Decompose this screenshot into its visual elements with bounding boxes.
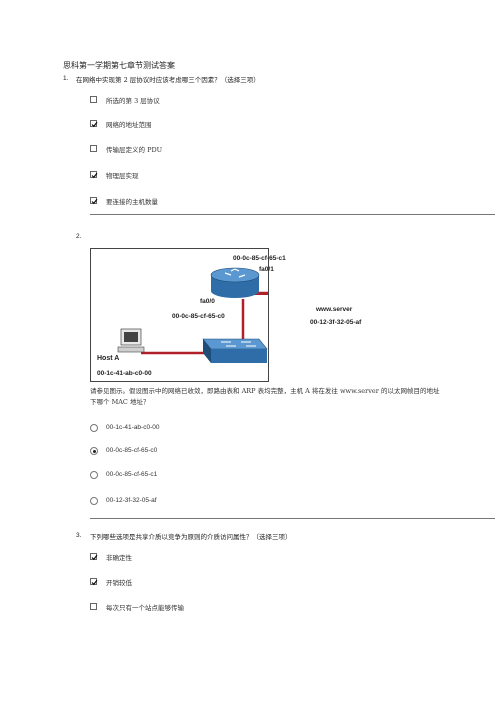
q3-option-label-3: 每次只有一个站点能够传输 xyxy=(106,604,184,612)
q3-option-label-1: 非确定性 xyxy=(106,554,132,562)
q3-option-checkbox-2[interactable] xyxy=(90,578,98,586)
check-icon xyxy=(91,554,98,561)
q2-question: 请参见图示。假设图示中的网络已收敛，即路由表和 ARP 表均完整，主机 A 将在… xyxy=(90,386,494,408)
q2-option-label-4: 00-12-3f-32-05-af xyxy=(106,497,157,504)
router-port-top-label: fa0/1 xyxy=(259,266,274,273)
q2-option-radio-1[interactable] xyxy=(90,424,98,432)
server-mac-label: 00-12-3f-32-05-af xyxy=(310,319,362,326)
q1-option-label-5: 要连接的主机数量 xyxy=(106,198,158,206)
check-icon xyxy=(91,121,98,128)
q2-option-label-1: 00-1c-41-ab-c0-00 xyxy=(106,424,160,431)
q1-option-checkbox-1[interactable] xyxy=(90,96,97,103)
check-icon xyxy=(91,198,98,205)
q2-option-radio-4[interactable] xyxy=(90,497,98,505)
q2-number: 2. xyxy=(76,233,82,240)
q3-number: 3. xyxy=(76,532,82,539)
q1-option-checkbox-3[interactable] xyxy=(90,145,97,152)
q1-option-checkbox-5[interactable] xyxy=(90,197,98,205)
network-diagram: 00-0c-85-cf-65-c1 fa0/1 fa0/0 00-0c-85-c… xyxy=(90,248,361,382)
q2-option-label-2: 00-0c-85-cf-65-c0 xyxy=(106,447,158,454)
q1-option-checkbox-4[interactable] xyxy=(90,171,98,179)
q1-number: 1. xyxy=(63,75,69,82)
q2-option-radio-3[interactable] xyxy=(90,471,98,479)
switch-icon xyxy=(202,338,268,363)
q1-option-label-1: 所选的第 3 层协议 xyxy=(106,97,160,105)
check-icon xyxy=(91,172,98,179)
q1-question: 在网络中实现第 2 层协议时应该考虑哪三个因素？（选择三项） xyxy=(76,76,260,84)
divider xyxy=(90,518,495,519)
router-mac-left-label: 00-0c-85-cf-65-c0 xyxy=(172,313,225,320)
q2-question-line-1: 请参见图示。假设图示中的网络已收敛，即路由表和 ARP 表均完整，主机 A 将在… xyxy=(90,387,440,395)
q1-option-label-3: 传输层定义的 PDU xyxy=(106,146,163,154)
q3-option-label-2: 开销较低 xyxy=(106,579,132,587)
check-icon xyxy=(91,579,98,586)
host-computer-icon xyxy=(117,328,145,353)
divider xyxy=(90,214,495,215)
host-mac-label: 00-1c-41-ab-c0-00 xyxy=(97,370,152,377)
q1-option-checkbox-2[interactable] xyxy=(90,120,98,128)
host-name-label: Host A xyxy=(97,355,120,362)
q3-question: 下列哪些选项是共享介质以竞争为原则的介质访问属性？（选择三项） xyxy=(90,533,292,541)
router-mac-top-label: 00-0c-85-cf-65-c1 xyxy=(233,255,286,262)
network-topology xyxy=(117,267,268,363)
page-title: 思科第一学期第七章节测试答案 xyxy=(63,61,175,70)
q1-option-label-4: 物理层实现 xyxy=(106,172,139,180)
q2-option-label-3: 00-0c-85-cf-65-c1 xyxy=(106,471,158,478)
q1-option-label-2: 网络的地址范围 xyxy=(106,121,152,129)
q2-option-radio-2[interactable] xyxy=(90,447,98,455)
router-icon xyxy=(210,267,260,298)
server-name-label: www.server xyxy=(316,306,353,313)
q3-option-checkbox-1[interactable] xyxy=(90,553,98,561)
q3-option-checkbox-3[interactable] xyxy=(90,603,97,610)
router-port-left-label: fa0/0 xyxy=(200,298,215,305)
q2-question-line-2: 下哪个 MAC 地址？ xyxy=(90,398,150,406)
